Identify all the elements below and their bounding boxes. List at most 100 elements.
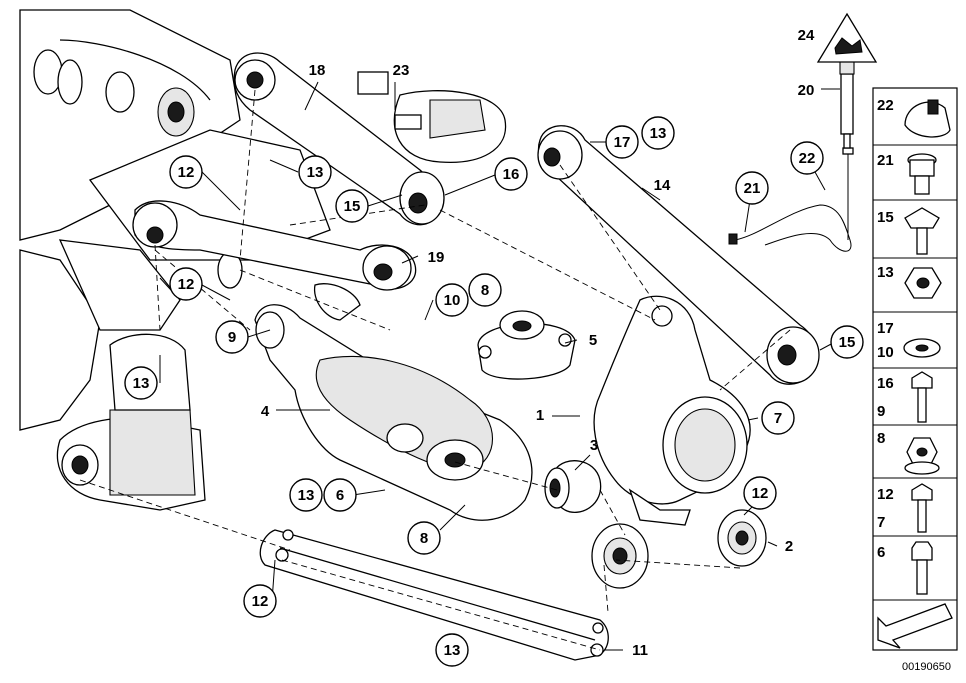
callout-12: 12 [169,155,203,189]
subframe-mount [56,333,206,511]
callout-15: 15 [830,325,864,359]
svg-text:21: 21 [877,152,894,169]
callout-9: 9 [215,320,249,354]
svg-text:13: 13 [444,642,461,659]
svg-text:23: 23 [393,62,410,79]
callout-18: 18 [309,62,326,79]
sensor-20 [839,59,855,149]
speed-sensor-cable [728,147,854,252]
callout-13: 13 [124,366,158,400]
svg-text:15: 15 [344,198,361,215]
svg-text:8: 8 [877,430,885,447]
svg-text:17: 17 [877,320,894,337]
callouts: 12 13 18 23 15 19 12 10 8 9 5 13 4 1 3 1… [124,27,864,667]
callout-24: 24 [798,27,815,44]
callout-2: 2 [785,538,793,555]
callout-21: 21 [735,171,769,205]
bushing-3 [544,460,602,513]
sensor-connector-icon [904,99,951,138]
callout-12: 12 [169,267,203,301]
bushing-2 [591,509,767,589]
callout-15: 15 [335,189,369,223]
callout-4: 4 [261,403,270,420]
direction-arrow-icon [877,603,953,649]
callout-3: 3 [590,437,598,454]
svg-text:12: 12 [178,276,195,293]
wishbone-19 [132,200,417,291]
callout-13: 13 [298,155,332,189]
callout-8: 8 [468,273,502,307]
callout-13: 13 [641,116,675,150]
callout-7: 7 [761,401,795,435]
flange-nut-icon [904,437,940,475]
svg-text:7: 7 [774,410,782,427]
svg-text:3: 3 [590,437,598,454]
svg-text:10: 10 [444,292,461,309]
fastener-legend: 22 21 15 13 17 10 16 [872,87,958,651]
callout-14: 14 [654,177,671,194]
long-bolt-icon [911,483,933,533]
svg-text:15: 15 [877,209,894,226]
svg-text:11: 11 [632,642,648,659]
svg-text:13: 13 [877,264,894,281]
svg-text:19: 19 [428,249,445,266]
svg-text:14: 14 [654,177,671,194]
callout-13: 13 [289,478,323,512]
svg-text:16: 16 [877,375,894,392]
callout-10: 10 [435,283,469,317]
callout-12: 12 [743,476,777,510]
svg-text:18: 18 [309,62,326,79]
callout-12: 12 [243,584,277,618]
wheel-carrier-1 [593,295,751,526]
svg-text:9: 9 [877,403,885,420]
svg-text:6: 6 [336,487,344,504]
callout-16: 16 [494,157,528,191]
diagram-code: 00190650 [902,661,951,673]
callout-8: 8 [407,521,441,555]
svg-text:10: 10 [877,344,894,361]
svg-text:13: 13 [650,125,667,142]
svg-text:22: 22 [877,97,894,114]
svg-text:15: 15 [839,334,856,351]
flange-bolt-icon [904,207,940,255]
tie-bar-11 [259,529,609,661]
svg-text:17: 17 [614,134,631,151]
svg-text:1: 1 [536,407,544,424]
svg-text:13: 13 [307,164,324,181]
svg-text:9: 9 [228,329,236,346]
svg-text:12: 12 [752,485,769,502]
callout-11: 11 [632,642,648,659]
callout-13: 13 [435,633,469,667]
svg-text:16: 16 [503,166,520,183]
svg-text:24: 24 [798,27,815,44]
hex-nut-icon [904,267,942,299]
upper-control-arm-18 [233,52,445,226]
assembly-lines [79,89,791,651]
svg-text:7: 7 [877,514,885,531]
svg-text:12: 12 [252,593,269,610]
svg-text:12: 12 [178,164,195,181]
svg-text:5: 5 [589,332,597,349]
torx-bolt-icon [911,541,933,595]
long-bolt-icon [911,371,933,423]
svg-text:13: 13 [133,375,150,392]
svg-text:22: 22 [799,150,816,167]
spring-mount-5 [477,310,576,380]
svg-text:2: 2 [785,538,793,555]
callout-20: 20 [798,82,815,99]
svg-text:21: 21 [744,180,761,197]
control-arm-14 [537,125,820,385]
callout-5: 5 [589,332,597,349]
callout-22: 22 [790,141,824,175]
spring-seat-23 [357,71,507,164]
svg-text:8: 8 [481,282,489,299]
svg-text:20: 20 [798,82,815,99]
hex-bolt-short-icon [907,153,937,195]
lower-control-arm-4 [254,283,533,521]
callout-6: 6 [323,478,357,512]
callout-1: 1 [536,407,544,424]
callout-19: 19 [428,249,445,266]
callout-23: 23 [393,62,410,79]
callout-17: 17 [605,125,639,159]
